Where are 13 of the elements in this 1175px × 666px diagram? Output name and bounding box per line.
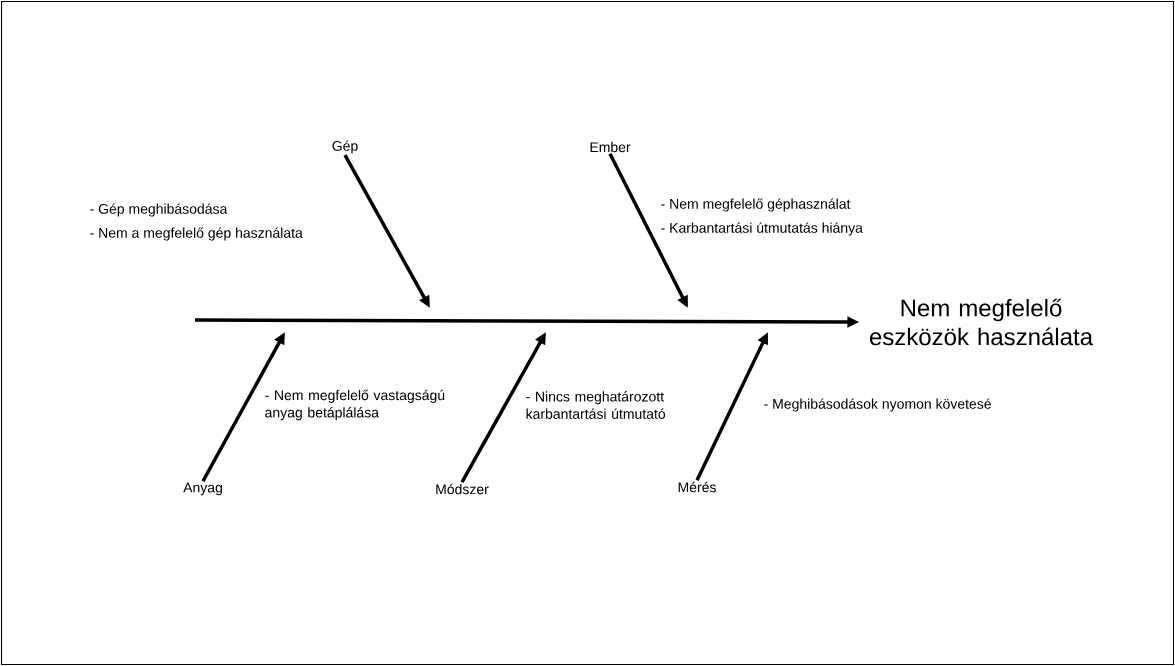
cause-text: - Nem megfelelő vastagságú anyag betáplálása — [265, 389, 445, 421]
category-label: Gép — [332, 140, 358, 154]
category-label: Módszer — [436, 483, 489, 495]
cause-text: - Nem megfelelő géphasználat — [661, 198, 851, 212]
effect-text: Nem megfelelő eszközök használata — [869, 298, 1093, 346]
category-label: Anyag — [183, 482, 222, 496]
cause-text: - Karbantartási útmutatás hiánya — [661, 222, 863, 236]
category-label: Ember — [590, 141, 631, 153]
cause-text: - Nincs meghatározott karbantartási útmutató — [526, 391, 666, 419]
cause-text: - Nem a megfelelő gép használata — [90, 227, 303, 241]
cause-text: - Meghibásodások nyomon követesé — [764, 398, 991, 412]
category-label: Mérés — [678, 481, 716, 493]
cause-text: - Gép meghibásodása — [90, 203, 228, 217]
